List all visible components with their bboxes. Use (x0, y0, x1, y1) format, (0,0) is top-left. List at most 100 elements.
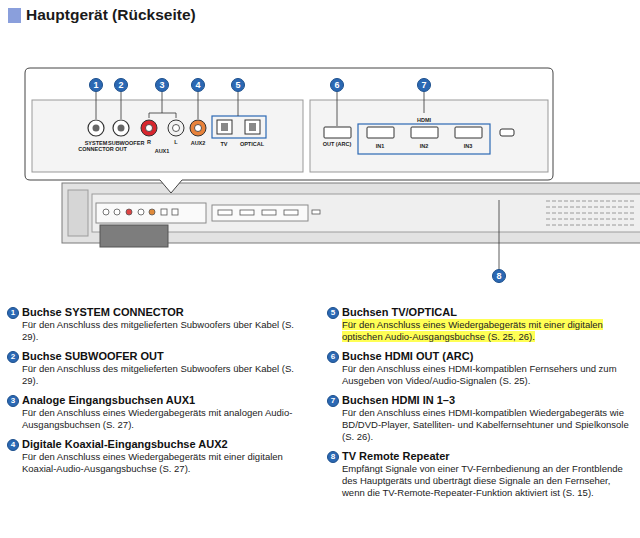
connector-label: HDMI (409, 117, 439, 123)
callout-text: 5 (331, 308, 335, 317)
callout-number: 1 (89, 78, 103, 92)
zoom-frame (25, 68, 553, 193)
soundbar-stand (100, 225, 168, 247)
system-connector-jack (88, 120, 104, 136)
callout-number: 8 (327, 451, 339, 463)
item-body: Für den Anschluss eines Wiedergabegeräts… (22, 451, 312, 475)
description-item: Buchsen HDMI IN 1–3Für den Anschluss ein… (342, 394, 634, 443)
rear-panel-right (310, 100, 548, 172)
item-body: Für den Anschluss des mitgelieferten Sub… (22, 363, 312, 387)
item-heading: Digitale Koaxial-Eingangsbuchse AUX2 (22, 438, 312, 451)
callout-text: 3 (159, 80, 164, 90)
description-column: Buchsen TV/OPTICAL Für den Anschluss eine… (342, 306, 634, 506)
description-item: TV Remote RepeaterEmpfängt Signale von e… (342, 450, 634, 499)
hdmi-panel-mini (212, 205, 308, 221)
item-body-text: Für den Anschluss eines HDMI-kompatiblen… (342, 407, 629, 442)
description-item: Buchse HDMI OUT (ARC)Für den Anschluss e… (342, 350, 634, 387)
connector-label: AUX2 (188, 140, 208, 146)
callout-number: 8 (492, 269, 506, 283)
item-body-text: Empfängt Signale von einer TV-Fernbedien… (342, 463, 623, 498)
group-bracket (212, 116, 266, 138)
connector-label: IN3 (458, 143, 478, 149)
item-body-text: Für den Anschluss des mitgelieferten Sub… (22, 363, 294, 386)
callout-number: 3 (155, 78, 169, 92)
connector-label: SUBWOOFER OUT (108, 140, 134, 152)
callout-number: 1 (7, 307, 19, 319)
aux2-jack (190, 120, 206, 136)
item-body-text: Für den Anschluss eines HDMI-kompatiblen… (342, 363, 617, 386)
callout-number: 6 (330, 78, 344, 92)
leader-lines (96, 92, 424, 126)
hdmi-in-jack (367, 127, 394, 138)
callout-text: 8 (496, 271, 501, 281)
callout-text: 7 (421, 80, 426, 90)
item-body-text: Für den Anschluss eines Wiedergabegeräts… (22, 407, 292, 430)
callout-number: 3 (7, 395, 19, 407)
connector-label: IN1 (370, 143, 390, 149)
item-body: Für den Anschluss des mitgelieferten Sub… (22, 319, 312, 343)
description-item: Buchse SUBWOOFER OUTFür den Anschluss de… (22, 350, 312, 387)
jack-core (221, 123, 228, 131)
optical-jack (245, 120, 260, 134)
connector-label: AUX1 (150, 148, 174, 154)
jack-core (195, 125, 202, 132)
item-heading: Buchsen HDMI IN 1–3 (342, 394, 634, 407)
description-item: Buchsen TV/OPTICALFür den Anschluss eine… (342, 306, 634, 343)
callout-number: 4 (191, 78, 205, 92)
aux1-r-jack (141, 120, 157, 136)
item-heading: Buchse SUBWOOFER OUT (22, 350, 312, 363)
jack-core (173, 125, 180, 132)
item-heading: Buchsen TV/OPTICAL (342, 306, 634, 319)
callout-text: 7 (331, 396, 335, 405)
description-column: Buchse SYSTEM CONNECTORFür den Anschluss… (22, 306, 312, 482)
connector-label: L (171, 139, 181, 145)
callout-number: 5 (327, 307, 339, 319)
rear-panel-left (32, 100, 303, 172)
item-heading: Buchse SYSTEM CONNECTOR (22, 306, 312, 319)
hdmi-in-jack (411, 127, 438, 138)
callout-text: 1 (11, 308, 15, 317)
group-bracket (149, 113, 176, 118)
mini-jacks (103, 209, 320, 215)
group-bracket (358, 124, 490, 154)
title-marker (8, 8, 21, 23)
callout-text: 6 (331, 352, 335, 361)
item-body: Für den Anschluss eines HDMI-kompatiblen… (342, 363, 634, 387)
connector-label: IN2 (414, 143, 434, 149)
page-title: Hauptgerät (Rückseite) (26, 6, 196, 24)
connector-label: OUT (ARC) (319, 141, 355, 147)
connector-label: OPTICAL (237, 141, 267, 147)
description-item: Buchse SYSTEM CONNECTORFür den Anschluss… (22, 306, 312, 343)
item-heading: TV Remote Repeater (342, 450, 634, 463)
item-body: Für den Anschluss eines HDMI-kompatiblen… (342, 407, 634, 443)
item-body: Für den Anschluss eines Wiedergabegeräts… (22, 407, 312, 431)
callout-number: 2 (114, 78, 128, 92)
jack-panel-mini (96, 203, 206, 223)
callout-number: 7 (327, 395, 339, 407)
item-body: Empfängt Signale von einer TV-Fernbedien… (342, 463, 634, 499)
leader-line (499, 200, 500, 270)
jack-core (118, 125, 125, 132)
soundbar-rear-recess (92, 194, 640, 232)
description-item: Digitale Koaxial-Eingangsbuchse AUX2Für … (22, 438, 312, 475)
callout-text: 1 (93, 80, 98, 90)
item-heading: Buchse HDMI OUT (ARC) (342, 350, 634, 363)
callout-number: 7 (417, 78, 431, 92)
jack-core (93, 125, 100, 132)
item-heading: Analoge Eingangsbuchsen AUX1 (22, 394, 312, 407)
callout-text: 2 (11, 352, 15, 361)
connector-label: TV (214, 141, 234, 147)
jack-core (249, 123, 256, 131)
optical-tv-jack (217, 120, 232, 134)
callout-text: 5 (235, 80, 240, 90)
callout-number: 4 (7, 439, 19, 451)
callout-text: 2 (118, 80, 123, 90)
aux1-l-jack (168, 120, 184, 136)
connector-label: R (144, 139, 154, 145)
callout-number: 5 (231, 78, 245, 92)
callout-text: 8 (331, 452, 335, 461)
subwoofer-out-jack (113, 120, 129, 136)
callout-text: 6 (334, 80, 339, 90)
callout-number: 6 (327, 351, 339, 363)
callout-text: 3 (11, 396, 15, 405)
